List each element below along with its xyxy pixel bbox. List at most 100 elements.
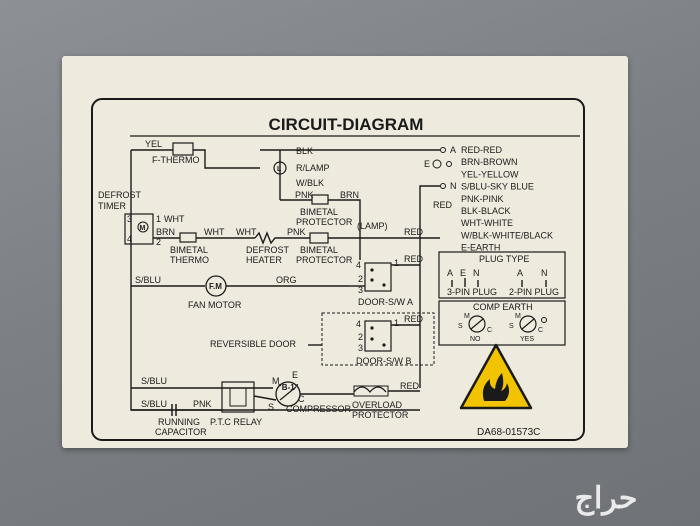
ce-m2: M <box>515 313 521 320</box>
sw1b-label: 1 <box>394 318 399 328</box>
pnk1-label: PNK <box>287 227 306 237</box>
legend-line: YEL-YELLOW <box>461 169 519 179</box>
plug-type-title: PLUG TYPE <box>479 254 529 264</box>
compressor-slash <box>279 386 297 401</box>
lamp-l-label: L <box>277 166 282 173</box>
wire-brn-top <box>328 199 361 260</box>
timer-terminal-1: 1 <box>156 214 161 224</box>
ce-c1: C <box>487 327 492 334</box>
yel-label: YEL <box>145 139 162 149</box>
door-a-contact-3 <box>382 283 386 287</box>
wht3-label: WHT <box>236 227 257 237</box>
plug-n-label-1: N <box>473 268 480 278</box>
w-blk-label: W/BLK <box>296 178 324 188</box>
red3-label: RED <box>404 254 424 264</box>
bp-top-label-1: BIMETAL <box>300 207 338 217</box>
terminal-n <box>440 183 446 189</box>
ce-c2: C <box>538 327 543 334</box>
bimetal-thermo-label-1: BIMETAL <box>170 245 208 255</box>
ce-no: NO <box>470 336 481 343</box>
legend-line: W/BLK-WHITE/BLACK <box>461 230 553 240</box>
defrost-heater-label-1: DEFROST <box>246 245 290 255</box>
comp-earth-yes-e-icon <box>541 317 547 323</box>
red5-label: RED <box>400 381 420 391</box>
defrost-heater-resistor <box>254 231 290 245</box>
reversible-door-frame <box>321 312 435 366</box>
f-thermo-symbol <box>172 142 194 156</box>
diagram-frame <box>91 98 585 441</box>
door-a-contact-1 <box>370 268 374 272</box>
plug-n-label-2: N <box>541 268 548 278</box>
red1-label: RED <box>404 227 424 237</box>
door-b-label: DOOR-S/W B <box>356 356 412 366</box>
terminal-a <box>440 147 446 153</box>
ptc-relay-inner <box>229 387 247 407</box>
comp-earth-yes-slash <box>521 318 535 330</box>
reversible-door-label: REVERSIBLE DOOR <box>210 339 297 349</box>
plug-3pin-label: 3-PIN PLUG <box>447 287 497 297</box>
lamp-icon <box>273 161 287 175</box>
legend-line: WHT-WHITE <box>461 218 513 228</box>
legend-line: S/BLU-SKY BLUE <box>461 182 534 192</box>
comp-earth-title: COMP EARTH <box>473 302 533 312</box>
sblu2-label: S/BLU <box>141 376 167 386</box>
bimetal-thermo-label-2: THERMO <box>170 255 209 265</box>
pnk3-label: PNK <box>193 399 212 409</box>
defrost-timer-box <box>124 213 154 245</box>
door-b-contact-3 <box>382 343 386 347</box>
comp-earth-yes-icon <box>519 315 537 333</box>
org-label: ORG <box>276 275 297 285</box>
running-cap-label-2: CAPACITOR <box>155 427 207 437</box>
defrost-timer-label-2: TIMER <box>98 201 126 211</box>
sw3a-label: 3 <box>358 285 363 295</box>
fan-motor-label: FAN MOTOR <box>188 300 242 310</box>
comp-s-label: S <box>268 402 274 412</box>
ce-m1: M <box>464 313 470 320</box>
plug-e-label: E <box>460 268 466 278</box>
part-number: DA68-01573C <box>477 427 540 438</box>
sw4a-label: 4 <box>356 260 361 270</box>
f-thermo-label: F-THERMO <box>152 155 200 165</box>
comp-earth-box <box>438 300 566 346</box>
timer-terminal-4: 4 <box>127 234 132 244</box>
flame-icon <box>482 373 510 401</box>
door-switch-a <box>364 262 392 292</box>
pnk2-label: PNK <box>295 190 314 200</box>
wire-n-red-down <box>419 185 440 388</box>
haraj-watermark: حراج <box>574 481 638 515</box>
door-a-contact-2 <box>370 278 374 282</box>
sw1a-label: 1 <box>394 258 399 268</box>
ptc-relay-label: P.T.C RELAY <box>210 417 262 427</box>
door-b-contact-1 <box>370 326 374 330</box>
ce-yes: YES <box>520 336 534 343</box>
running-cap-label-1: RUNNING <box>158 417 200 427</box>
bimetal-protector-top-symbol <box>311 194 329 205</box>
r-lamp-label: R/LAMP <box>296 163 330 173</box>
sw2b-label: 2 <box>358 332 363 342</box>
overload-label-1: OVERLOAD <box>352 400 403 410</box>
ptc-relay-box <box>221 381 255 413</box>
sblu1-label: S/BLU <box>135 275 161 285</box>
red4-label: RED <box>404 314 424 324</box>
comp-c-label: C <box>298 394 305 404</box>
red2-label: RED <box>433 200 453 210</box>
terminal-n-label: N <box>450 181 457 191</box>
overload-protector-symbol <box>353 386 387 393</box>
wire-ptc-to-comp <box>253 395 277 401</box>
comp-earth-no-icon <box>468 315 486 333</box>
bimetal-thermo-symbol <box>179 232 197 243</box>
sw2a-label: 2 <box>358 274 363 284</box>
bimetal-protector-label-2: PROTECTOR <box>296 255 353 265</box>
timer-motor-icon <box>137 221 149 233</box>
legend-line: E-EARTH <box>461 243 500 253</box>
wire-f-thermo-out <box>193 149 260 169</box>
door-b-contact-2 <box>370 337 374 341</box>
timer-terminal-2: 2 <box>156 237 161 247</box>
diagram-title: CIRCUIT-DIAGRAM <box>269 115 424 134</box>
bp-top-label-2: PROTECTOR <box>296 217 353 227</box>
legend-line: BRN-BROWN <box>461 157 518 167</box>
comp-e-label: E <box>292 370 298 380</box>
door-a-label: DOOR-S/W A <box>358 297 413 307</box>
